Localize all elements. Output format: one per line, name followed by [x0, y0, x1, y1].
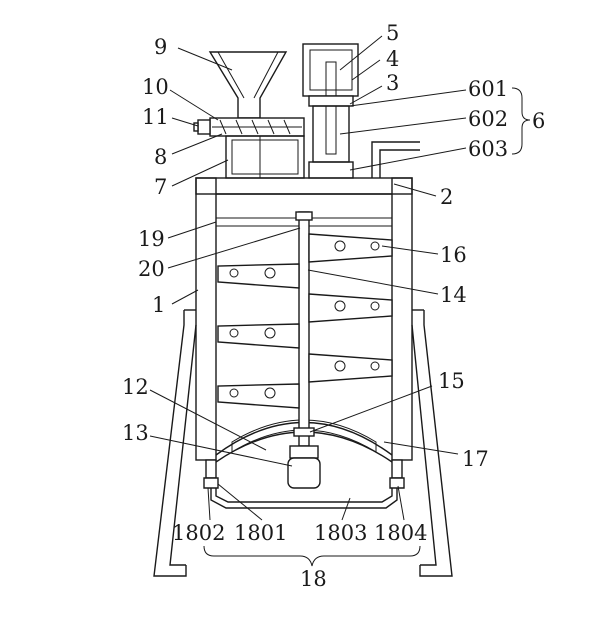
- label-9: 9: [154, 35, 167, 59]
- label-1804: 1804: [374, 521, 427, 545]
- label-15: 15: [438, 369, 465, 393]
- label-8: 8: [154, 145, 167, 169]
- label-1803: 1803: [314, 521, 367, 545]
- label-1801: 1801: [234, 521, 287, 545]
- label-5: 5: [386, 21, 399, 45]
- part-labels: 9 10 11 8 7 5 4 3 601 602 603 6 2 19 20 …: [122, 21, 545, 591]
- label-3: 3: [386, 71, 399, 95]
- support-legs: [153, 309, 453, 577]
- label-602: 602: [468, 107, 508, 131]
- label-4: 4: [386, 47, 399, 71]
- label-603: 603: [468, 137, 508, 161]
- label-2: 2: [440, 185, 453, 209]
- label-16: 16: [440, 243, 467, 267]
- label-20: 20: [138, 257, 165, 281]
- stirring-blades: [217, 233, 393, 409]
- label-11: 11: [142, 105, 169, 129]
- label-18: 18: [300, 567, 327, 591]
- label-6: 6: [532, 109, 545, 133]
- cylinder-assembly: [302, 43, 420, 179]
- leader-lines: [149, 35, 531, 567]
- label-12: 12: [122, 375, 149, 399]
- label-601: 601: [468, 77, 508, 101]
- label-19: 19: [138, 227, 165, 251]
- drain-assembly: [203, 459, 405, 509]
- label-1: 1: [152, 293, 165, 317]
- label-10: 10: [142, 75, 169, 99]
- label-14: 14: [440, 283, 467, 307]
- label-17: 17: [462, 447, 489, 471]
- label-7: 7: [154, 175, 167, 199]
- feed-assembly: [193, 51, 305, 179]
- label-13: 13: [122, 421, 149, 445]
- label-1802: 1802: [172, 521, 225, 545]
